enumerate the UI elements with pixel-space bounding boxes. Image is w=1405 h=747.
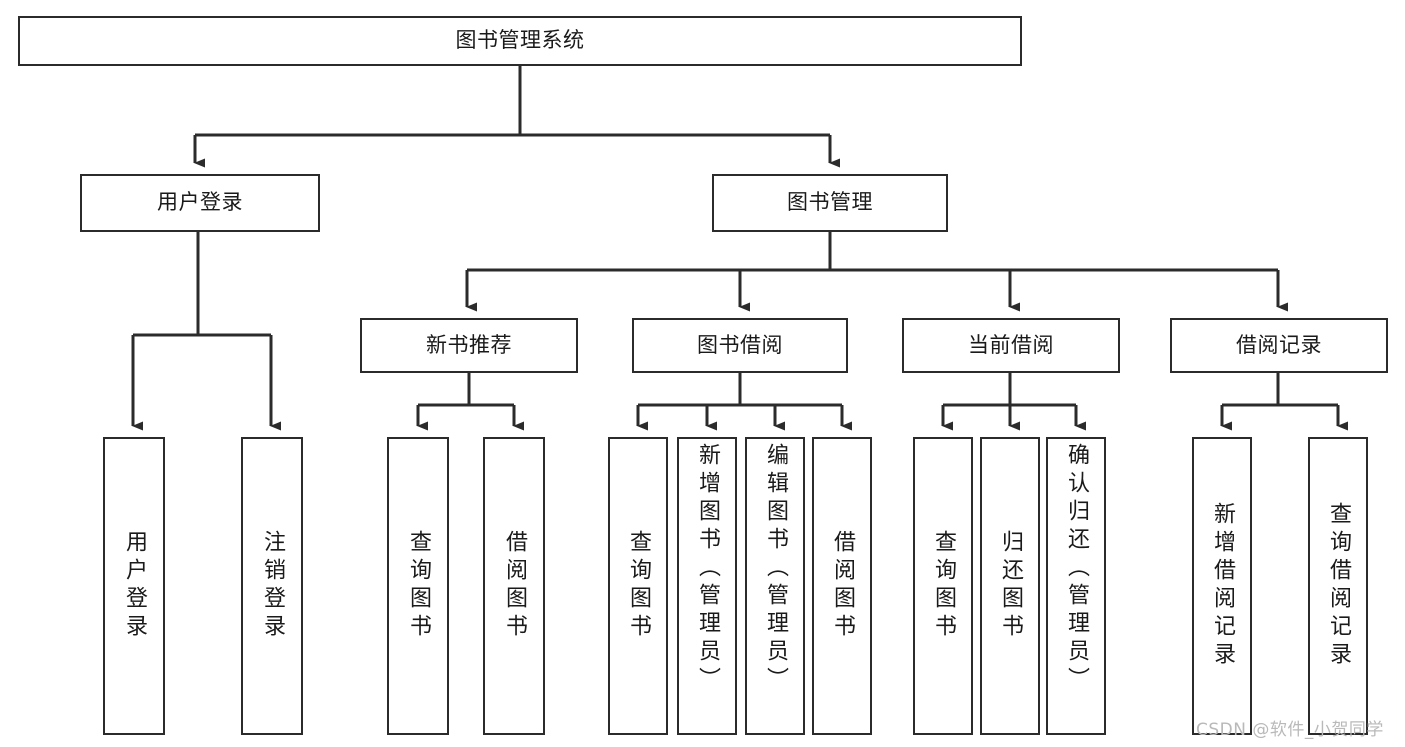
node-label: 查询图书 <box>931 530 956 642</box>
node-level2-book-manage[interactable]: 图书管理 <box>712 174 948 232</box>
node-label: 新书推荐 <box>426 332 512 357</box>
node-label: 确认归还（管理员） <box>1064 443 1089 695</box>
node-label: 归还图书 <box>998 530 1023 642</box>
node-label: 用户登录 <box>122 530 147 642</box>
node-leaf-leaf-return-book[interactable]: 归还图书 <box>980 437 1040 735</box>
node-leaf-leaf-query-book-current[interactable]: 查询图书 <box>913 437 973 735</box>
node-leaf-leaf-query-borrow-record[interactable]: 查询借阅记录 <box>1308 437 1368 735</box>
node-level3-borrow-record[interactable]: 借阅记录 <box>1170 318 1388 373</box>
node-label: 注销登录 <box>260 530 285 642</box>
node-leaf-leaf-user-login[interactable]: 用户登录 <box>103 437 165 735</box>
node-level3-current-borrow[interactable]: 当前借阅 <box>902 318 1120 373</box>
node-label: 查询图书 <box>406 530 431 642</box>
node-leaf-leaf-add-borrow-record[interactable]: 新增借阅记录 <box>1192 437 1252 735</box>
node-level3-new-book-recommend[interactable]: 新书推荐 <box>360 318 578 373</box>
node-root-root[interactable]: 图书管理系统 <box>18 16 1022 66</box>
node-leaf-leaf-confirm-return-admin[interactable]: 确认归还（管理员） <box>1046 437 1106 735</box>
node-label: 用户登录 <box>157 190 243 215</box>
node-leaf-leaf-borrow-book[interactable]: 借阅图书 <box>812 437 872 735</box>
node-leaf-leaf-logout-login[interactable]: 注销登录 <box>241 437 303 735</box>
node-leaf-leaf-edit-book-admin[interactable]: 编辑图书（管理员） <box>745 437 805 735</box>
connector-lines <box>131 66 1348 431</box>
node-label: 查询图书 <box>626 530 651 642</box>
node-level3-book-borrow[interactable]: 图书借阅 <box>632 318 848 373</box>
node-leaf-leaf-add-book-admin[interactable]: 新增图书（管理员） <box>677 437 737 735</box>
node-label: 借阅图书 <box>830 530 855 642</box>
watermark-text: CSDN @软件_小贺同学 <box>1196 720 1384 740</box>
node-level2-user-login[interactable]: 用户登录 <box>80 174 320 232</box>
node-label: 当前借阅 <box>968 332 1054 357</box>
node-label: 编辑图书（管理员） <box>763 443 788 695</box>
node-label: 新增图书（管理员） <box>695 443 720 695</box>
node-label: 查询借阅记录 <box>1326 502 1351 670</box>
node-label: 借阅图书 <box>502 530 527 642</box>
node-label: 借阅记录 <box>1236 332 1322 357</box>
node-label: 新增借阅记录 <box>1210 502 1235 670</box>
node-leaf-leaf-query-book[interactable]: 查询图书 <box>608 437 668 735</box>
node-label: 图书管理系统 <box>455 28 585 53</box>
node-leaf-leaf-borrow-book-recommend[interactable]: 借阅图书 <box>483 437 545 735</box>
node-leaf-leaf-query-book-recommend[interactable]: 查询图书 <box>387 437 449 735</box>
node-label: 图书管理 <box>787 190 873 215</box>
node-label: 图书借阅 <box>697 332 783 357</box>
